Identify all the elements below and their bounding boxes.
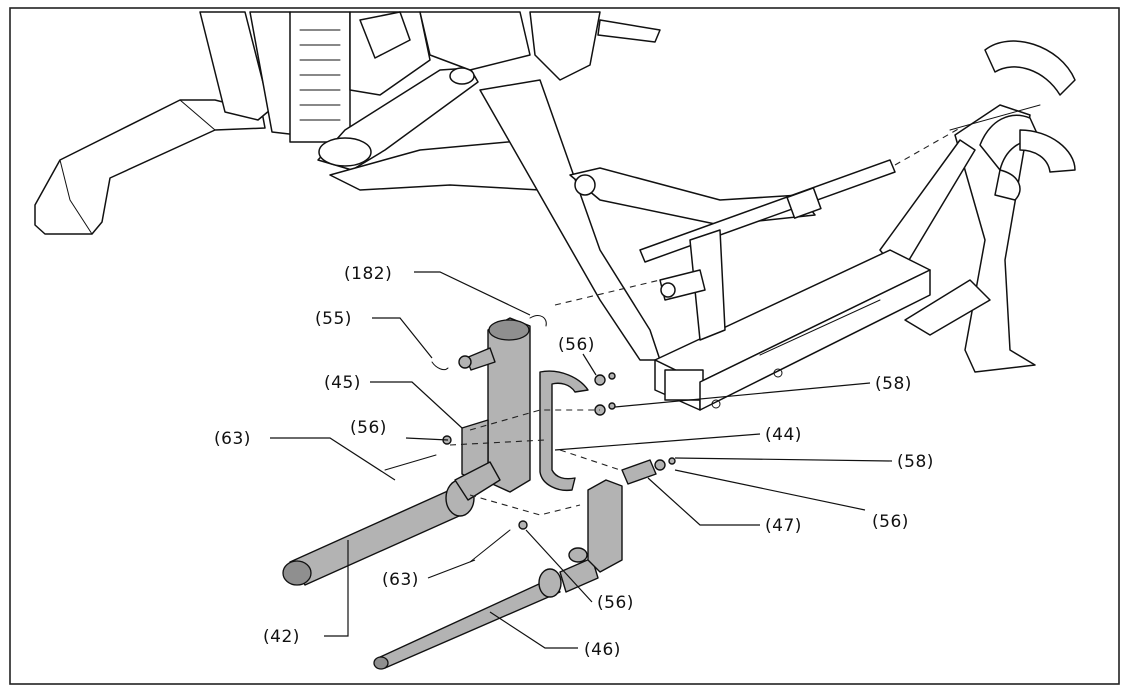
callout-labels: (182) (55) (56) (45) (58) (56) (44) (63)… [214, 264, 934, 660]
exploded-parts [282, 315, 676, 670]
diagram-frame [9, 7, 1120, 685]
callout-55: (55) [315, 309, 352, 329]
callout-42: (42) [263, 627, 300, 647]
callout-56-right: (56) [872, 512, 909, 532]
callout-182: (182) [344, 264, 392, 284]
machine-frame [34, 11, 1076, 411]
callout-56-bottom: (56) [597, 593, 634, 613]
part-47-pin [621, 459, 657, 485]
assembly-lines [449, 409, 621, 516]
callout-63-bottom: (63) [382, 570, 419, 590]
part-44-post [487, 317, 531, 493]
part-46-arm [377, 577, 561, 669]
callout-58-top: (58) [875, 374, 912, 394]
leader-lines [270, 271, 893, 649]
callout-56-top: (56) [558, 335, 595, 355]
callout-56-left: (56) [350, 418, 387, 438]
callout-45: (45) [324, 373, 361, 393]
part-42-tube [289, 489, 469, 586]
callout-44: (44) [765, 425, 802, 445]
callout-47: (47) [765, 516, 802, 536]
callout-63-top: (63) [214, 429, 251, 449]
part-58-plate [539, 370, 589, 492]
callout-58-right: (58) [897, 452, 934, 472]
callout-46: (46) [584, 640, 621, 660]
part-46-upright [587, 479, 623, 573]
